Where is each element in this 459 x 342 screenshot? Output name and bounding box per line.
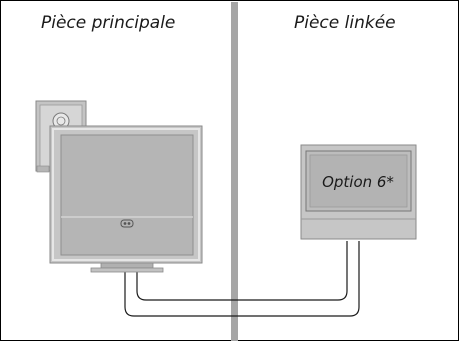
main-room-label: Pièce principale: [41, 13, 176, 33]
main-tv-stand: [100, 262, 154, 269]
cable-inner: [136, 241, 348, 301]
linked-tv-screen: [309, 154, 408, 208]
linked-tv: Option 6*: [300, 144, 417, 240]
main-tv-screen: [60, 134, 194, 256]
room-divider: [231, 2, 238, 341]
linked-room-label: Pièce linkée: [294, 13, 396, 33]
linked-tv-option-label: Option 6*: [322, 173, 394, 191]
cable-outer: [124, 241, 360, 317]
main-tv: [49, 125, 203, 273]
main-tv-logo-icon: [120, 219, 134, 228]
